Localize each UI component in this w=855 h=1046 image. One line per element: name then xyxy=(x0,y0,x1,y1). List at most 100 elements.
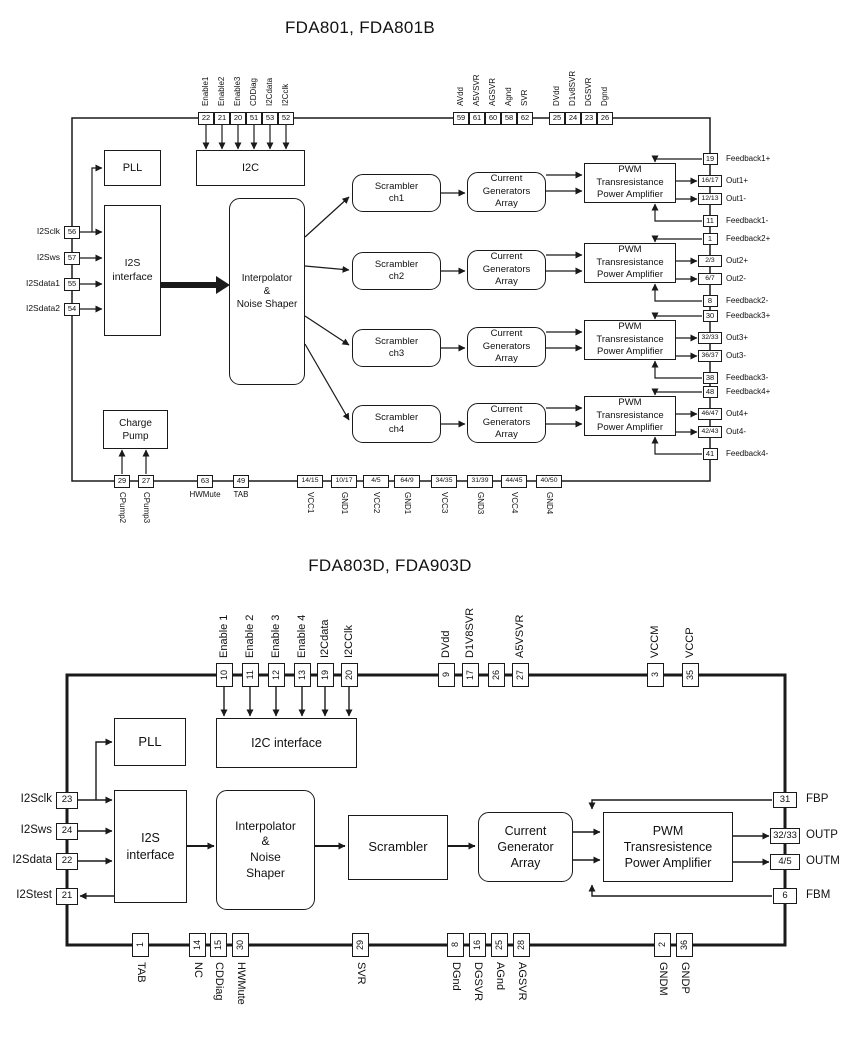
d2-top-pin-11-number: 11 xyxy=(244,670,255,680)
d1-top-pin-52: 52 xyxy=(278,111,294,125)
d1-bottom-pin-2-number: 63 xyxy=(200,476,210,486)
d1-left-pin-54: 54 xyxy=(64,302,80,316)
d2-right-pin-label-0: FBP xyxy=(806,793,829,805)
d2-right-pin-1: 32/33 xyxy=(770,828,800,844)
d2-bottom-pin-1-number: 1 xyxy=(134,942,145,948)
d1-top-pin-label-14: Dgnd xyxy=(600,86,609,106)
wire xyxy=(651,155,702,163)
d1-top-pin-label-12: D1v8SVR xyxy=(568,70,577,106)
d1-pwm-amplifier-ch4-block: PWM Transresistance Power Amplifier xyxy=(584,396,676,436)
d2-top-pin-label-5: I2CClk xyxy=(343,624,355,658)
d1-right-pin-12: 48 xyxy=(702,386,718,398)
d1-top-pin-61: 61 xyxy=(469,111,485,125)
d2-bottom-pin-36: 36 xyxy=(675,933,693,957)
wire xyxy=(304,265,350,273)
d2-bottom-pin-8: 8 xyxy=(446,933,464,957)
d1-i2c-block: I2C xyxy=(196,150,305,186)
d1-top-pin-label-6: AVdd xyxy=(456,87,465,106)
d1-right-pin-label-14: Out4- xyxy=(726,427,747,436)
d2-current-generator-array-block: Current Generator Array xyxy=(478,812,573,882)
d1-bottom-pin-2: 63 xyxy=(197,474,213,488)
d2-bottom-pin-1: 1 xyxy=(131,933,149,957)
d2-right-pin-2: 4/5 xyxy=(770,854,800,870)
d1-right-pin-11-number: 38 xyxy=(705,373,715,383)
d1-scrambler-ch3-block-label-1: Scrambler xyxy=(374,335,419,347)
d2-left-pin-24: 24 xyxy=(56,822,78,840)
d1-charge-pump-label: Charge Pump xyxy=(119,417,152,442)
wire xyxy=(304,343,350,421)
d1-current-generators-ch3-block: Current Generators Array xyxy=(467,327,546,367)
d1-top-pin-22-number: 22 xyxy=(201,113,211,123)
d2-right-pin-0-number: 31 xyxy=(779,794,791,806)
d1-pwm-amplifier-ch3-block-label: PWM Transresistance Power Amplifier xyxy=(596,321,664,358)
d2-left-pin-21: 21 xyxy=(56,887,78,905)
d2-top-pin-12-number: 12 xyxy=(270,669,281,680)
d2-bottom-pin-14: 14 xyxy=(188,933,206,957)
d1-bottom-pin-0: 29 xyxy=(114,474,130,488)
d1-top-pin-23: 23 xyxy=(581,111,597,125)
d1-bottom-pin-6: 4/5 xyxy=(363,474,389,488)
diagram2-title: FDA803D, FDA903D xyxy=(308,556,472,575)
d1-right-pin-6-number: 6/7 xyxy=(705,274,715,282)
d1-left-pin-55: 55 xyxy=(64,277,80,291)
d1-current-generators-ch1-block: Current Generators Array xyxy=(467,172,546,212)
d2-right-pin-3: 6 xyxy=(773,888,797,904)
d1-top-pin-25-number: 25 xyxy=(552,113,562,123)
d1-bottom-pin-1: 27 xyxy=(138,474,154,488)
d2-top-pin-label-0: Enable 1 xyxy=(218,614,230,658)
d1-top-pin-label-0: Enable1 xyxy=(201,76,210,106)
d1-left-pin-56-number: 56 xyxy=(67,227,77,237)
d2-bottom-pin-25: 25 xyxy=(490,933,508,957)
d1-bottom-pin-6-number: 4/5 xyxy=(371,476,381,484)
d2-pwm-amplifier-block: PWM Transresistence Power Amplifier xyxy=(603,812,733,882)
d2-right-pin-label-3: FBM xyxy=(806,889,831,901)
d1-right-pin-label-11: Feedback3- xyxy=(726,373,769,382)
d1-top-pin-label-10: SVR xyxy=(520,89,529,106)
d1-bottom-pin-8: 34/35 xyxy=(431,474,457,488)
d1-bottom-pin-4-number: 14/15 xyxy=(301,476,319,484)
d2-top-pin-27: 27 xyxy=(511,663,529,687)
d2-bottom-pin-label-1: NC xyxy=(192,962,204,978)
d1-right-pin-3: 11 xyxy=(702,215,718,227)
wire xyxy=(95,738,113,800)
d1-right-pin-5: 2/3 xyxy=(698,255,722,267)
d1-top-pin-label-7: A5VSVR xyxy=(472,74,481,106)
d2-top-pin-26: 26 xyxy=(487,663,505,687)
d2-i2c-label: I2C interface xyxy=(251,735,322,750)
d2-bottom-pin-29: 29 xyxy=(351,933,369,957)
d1-pwm-amplifier-ch4-block-label: PWM Transresistance Power Amplifier xyxy=(596,397,664,434)
d1-top-pin-label-9: Agnd xyxy=(504,87,513,106)
d1-bottom-pin-3: 49 xyxy=(233,474,249,488)
d1-right-pin-15: 41 xyxy=(702,448,718,460)
d2-bottom-pin-label-3: HWMute xyxy=(235,962,247,1005)
d1-interpolator-label: Interpolator & Noise Shaper xyxy=(236,273,298,310)
d1-scrambler-ch4-block-label-1: Scrambler xyxy=(374,411,419,423)
d2-top-pin-label-4: I2Cdata xyxy=(319,619,331,658)
d1-bottom-pin-label-4: VCC1 xyxy=(306,492,315,514)
d2-bottom-pin-16: 16 xyxy=(468,933,486,957)
d1-top-pin-label-2: Enable3 xyxy=(233,76,242,106)
d2-scrambler-label: Scrambler xyxy=(368,839,428,855)
d1-right-pin-4: 1 xyxy=(702,233,718,245)
d1-left-pin-57: 57 xyxy=(64,251,80,265)
d2-bottom-pin-label-5: DGnd xyxy=(450,962,462,991)
thick-arrowhead xyxy=(216,276,230,294)
d1-i2c-label: I2C xyxy=(241,161,260,174)
d2-top-pin-26-number: 26 xyxy=(490,669,501,680)
wire xyxy=(651,388,702,396)
d2-top-pin-27-number: 27 xyxy=(514,669,525,680)
d1-right-pin-0-number: 19 xyxy=(705,154,715,164)
d1-left-pin-label-2: I2Sdata1 xyxy=(25,278,60,288)
d2-top-pin-label-9: A5VSVR xyxy=(514,614,526,658)
d1-top-pin-21-number: 21 xyxy=(217,113,227,123)
d1-top-pin-label-8: AGSVR xyxy=(488,77,497,106)
d1-current-generators-ch1-block-label: Current Generators Array xyxy=(482,173,531,210)
d1-right-pin-8-number: 30 xyxy=(705,311,715,321)
wire xyxy=(651,203,702,222)
d1-right-pin-label-1: Out1+ xyxy=(726,176,749,185)
d1-left-pin-54-number: 54 xyxy=(67,304,77,314)
